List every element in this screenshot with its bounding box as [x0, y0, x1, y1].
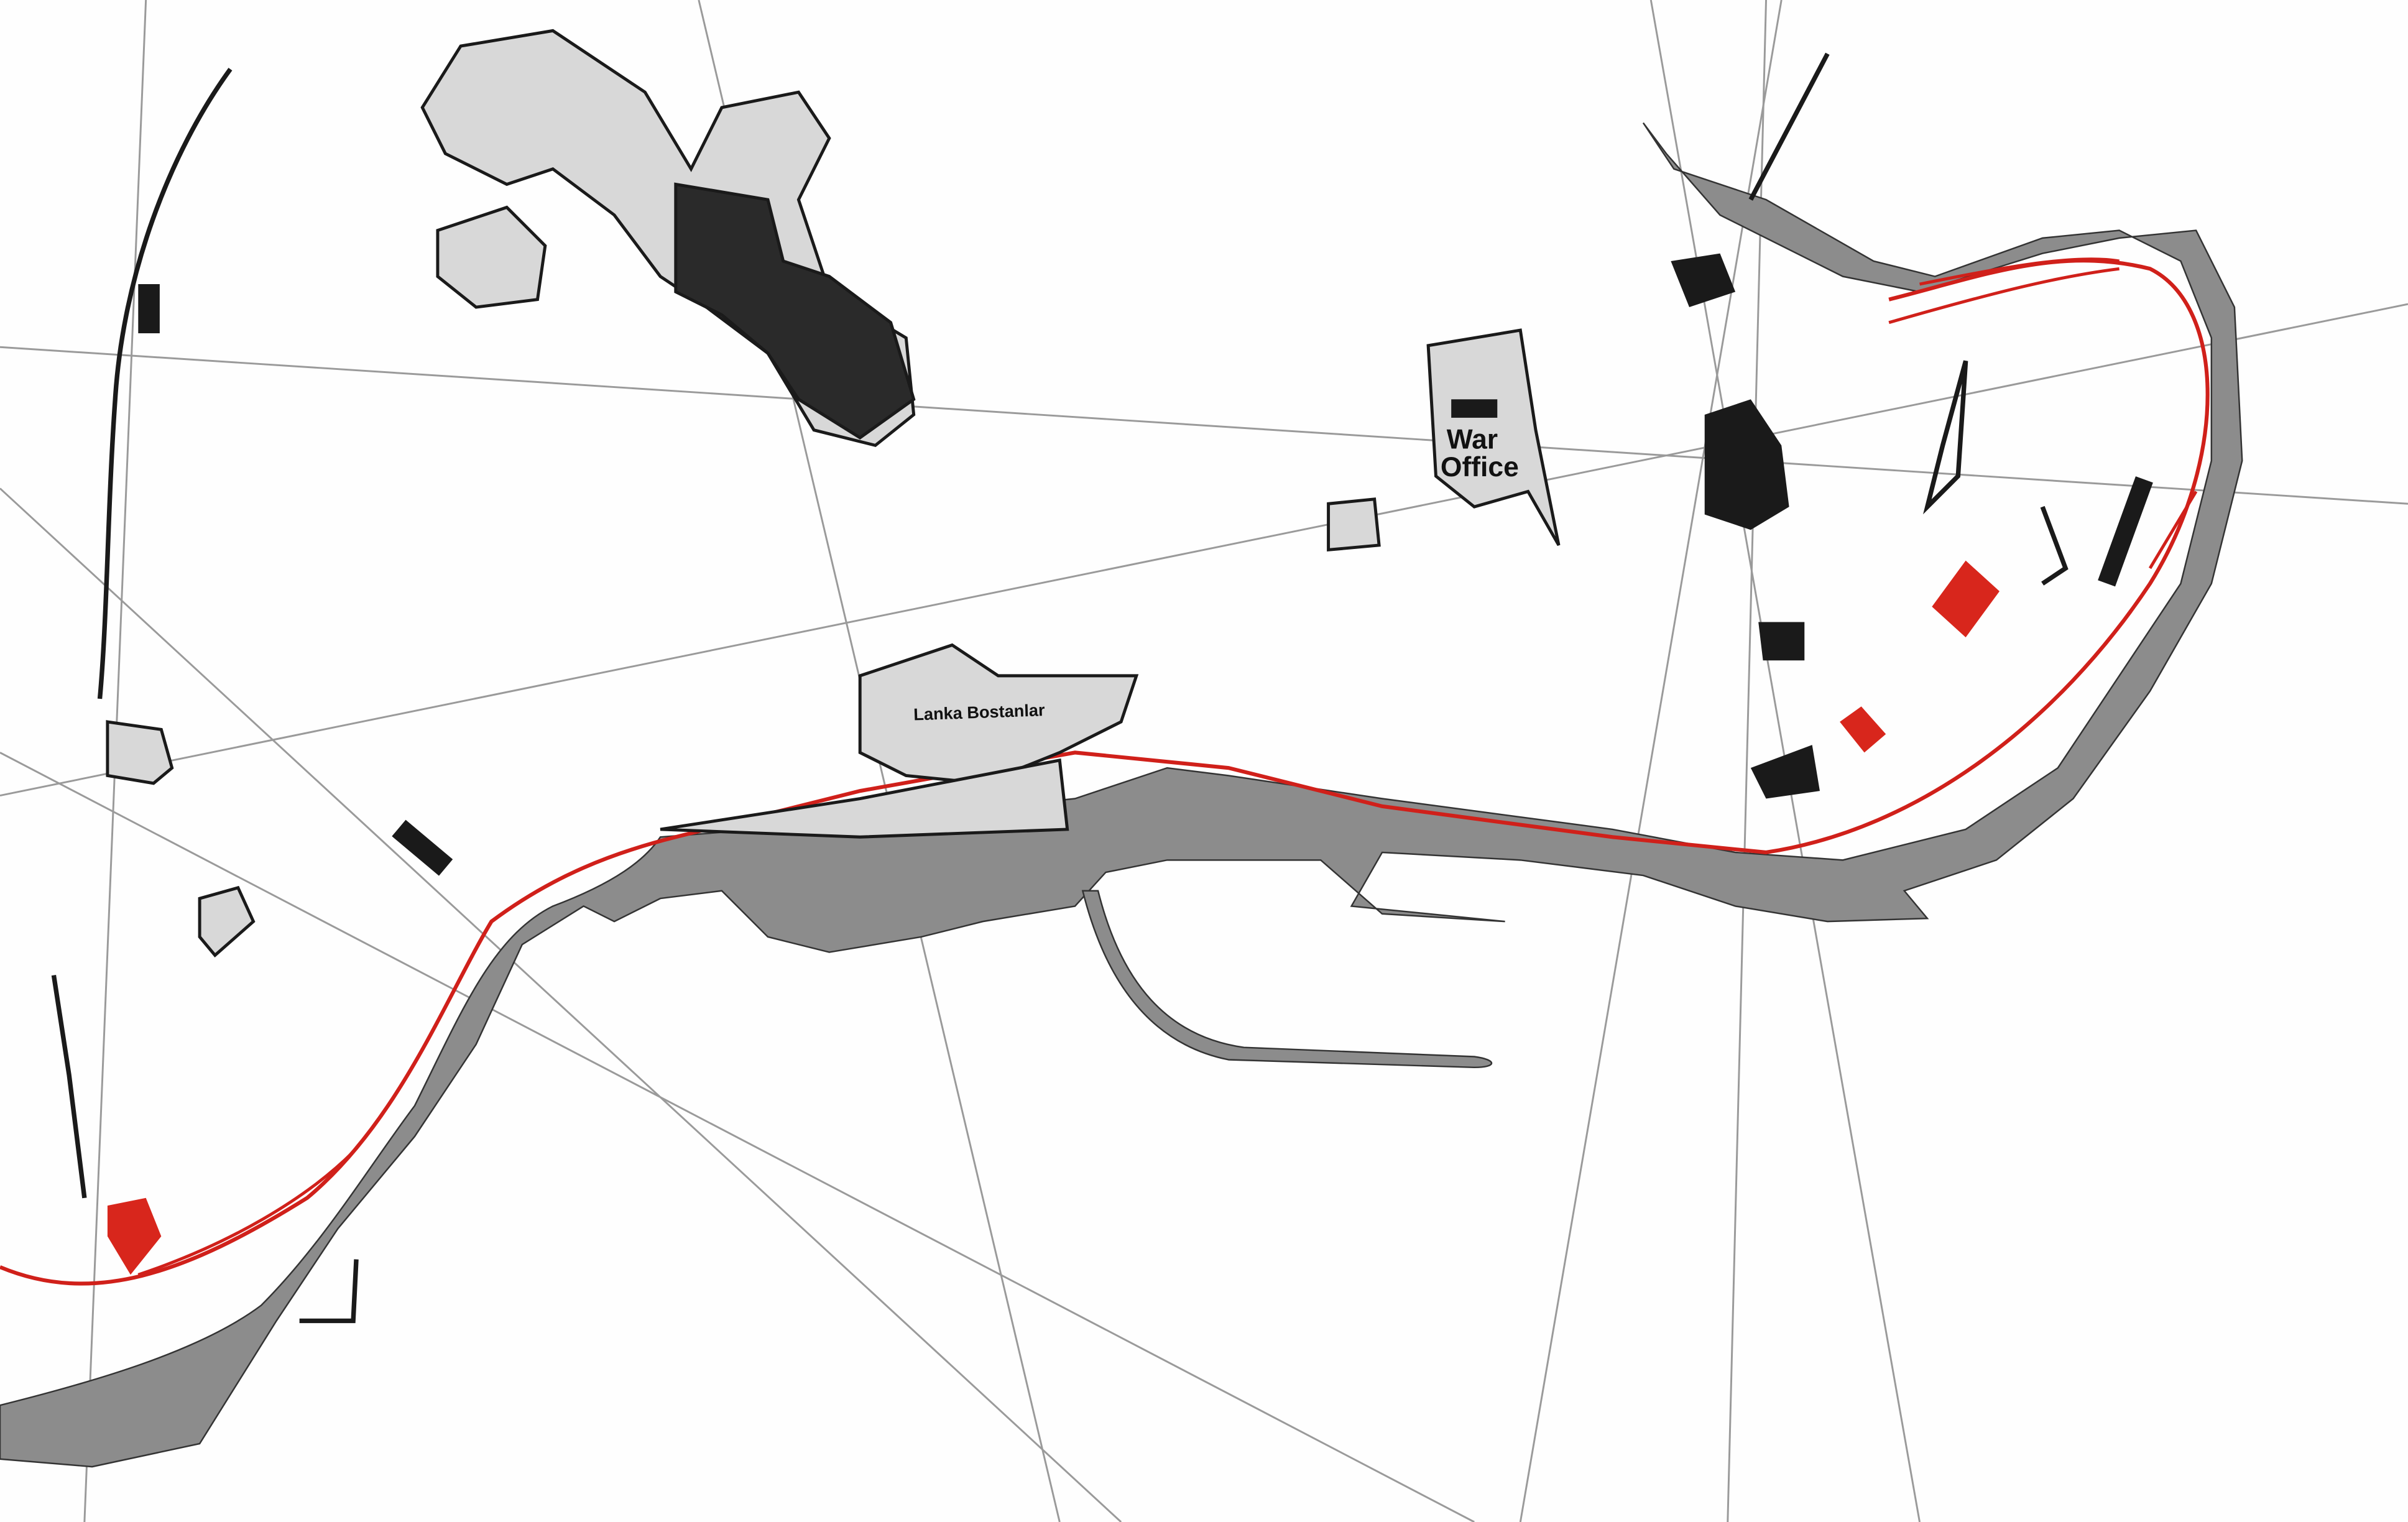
label-war-office-line1: War — [1447, 424, 1498, 454]
wall-lines — [51, 52, 2069, 1324]
label-war-office-line2: Office — [1441, 452, 1519, 482]
dark-buildings — [138, 253, 2153, 876]
label-lanka-bostanlar: Lanka Bostanlar — [913, 700, 1046, 724]
red-markers — [107, 560, 2000, 1275]
river — [0, 122, 2243, 1468]
building-blocks — [106, 29, 1561, 958]
route-lines — [0, 257, 2210, 1286]
